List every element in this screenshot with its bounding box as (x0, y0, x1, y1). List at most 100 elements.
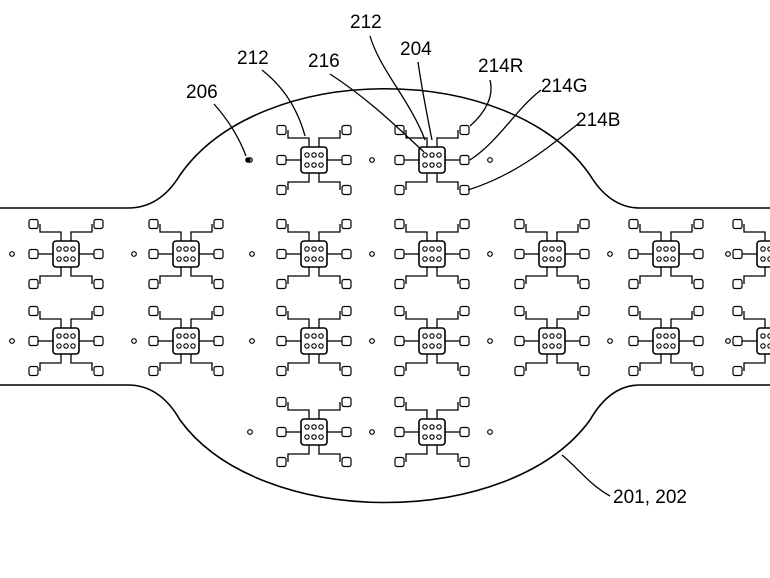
trace (525, 311, 548, 328)
alignment-dot (247, 429, 253, 435)
trace (287, 445, 310, 462)
chip-contact (318, 256, 324, 262)
trace (525, 267, 548, 284)
chip-contact (190, 256, 196, 262)
chip-contact (436, 152, 442, 158)
bond-pad (579, 335, 590, 347)
chip-contact (670, 343, 676, 349)
alignment-dot (131, 338, 137, 344)
trace (318, 224, 341, 241)
bond-pad (732, 305, 743, 317)
chip-contact (670, 246, 676, 252)
trace (287, 311, 310, 328)
pixel-unit (276, 396, 352, 468)
led-chip (418, 240, 446, 268)
trace (436, 311, 459, 328)
bond-pad (93, 335, 104, 347)
chip-contact (549, 333, 555, 339)
alignment-dot (369, 157, 375, 163)
pixel-unit (28, 218, 104, 290)
chip-contact (542, 343, 548, 349)
bond-pad (459, 218, 470, 230)
bond-pad (732, 365, 743, 377)
chip-contact (436, 434, 442, 440)
bond-pad (514, 365, 525, 377)
bond-pad (276, 456, 287, 468)
chip-contact (556, 246, 562, 252)
bond-pad (93, 365, 104, 377)
leader-212-left (261, 69, 306, 137)
trace (670, 311, 693, 328)
chip-contact (422, 246, 428, 252)
alignment-dot (487, 338, 493, 344)
led-chip (538, 327, 566, 355)
pixel-unit (514, 305, 590, 377)
trace (670, 267, 693, 284)
bond-pad (693, 305, 704, 317)
bond-pad (459, 335, 470, 347)
bond-pad (341, 396, 352, 408)
pixel-unit (628, 305, 704, 377)
bond-pad (394, 154, 405, 166)
chip-contact (436, 162, 442, 168)
pixel-unit (28, 305, 104, 377)
bond-pad (628, 248, 639, 260)
bond-pad (341, 305, 352, 317)
chip-contact (304, 434, 310, 440)
bond-pad (341, 248, 352, 260)
bond-pad (514, 278, 525, 290)
chip-contact (56, 246, 62, 252)
pixel-unit (394, 218, 470, 290)
chip-contact (670, 333, 676, 339)
bond-pad (28, 335, 39, 347)
bond-pad (276, 154, 287, 166)
trace (405, 445, 428, 462)
bond-pad (213, 218, 224, 230)
bond-pad (276, 426, 287, 438)
chip-contact (56, 333, 62, 339)
leader-204 (417, 61, 433, 141)
bond-pad (693, 248, 704, 260)
trace (405, 354, 428, 371)
bond-pad (579, 218, 590, 230)
chip-contact (183, 333, 189, 339)
chip-contact (318, 162, 324, 168)
trace (436, 354, 459, 371)
chip-contact (176, 333, 182, 339)
chip-contact (422, 343, 428, 349)
trace (318, 311, 341, 328)
trace (287, 402, 310, 419)
chip-contact (760, 246, 766, 252)
bond-pad (148, 218, 159, 230)
bond-pad (28, 278, 39, 290)
trace (318, 267, 341, 284)
chip-contact (422, 152, 428, 158)
chip-contact (663, 333, 669, 339)
bond-pad (732, 218, 743, 230)
trace (318, 354, 341, 371)
bond-pad (394, 248, 405, 260)
bond-pad (276, 335, 287, 347)
chip-contact (183, 256, 189, 262)
chip-contact (311, 333, 317, 339)
chip-contact (318, 152, 324, 158)
leader-212-top (369, 35, 426, 141)
bond-pad (628, 335, 639, 347)
alignment-dot (607, 338, 613, 344)
bond-pad (459, 396, 470, 408)
bond-pad (28, 248, 39, 260)
chip-contact (429, 424, 435, 430)
trace (287, 173, 310, 190)
bond-pad (213, 365, 224, 377)
pixel-unit (394, 305, 470, 377)
trace (39, 224, 62, 241)
bond-pad (628, 305, 639, 317)
bond-pad (693, 278, 704, 290)
bond-pad (341, 335, 352, 347)
chip-contact (670, 256, 676, 262)
alignment-dot (487, 157, 493, 163)
bond-pad (459, 278, 470, 290)
chip-contact (190, 333, 196, 339)
alignment-dot (369, 338, 375, 344)
alignment-dot (9, 338, 15, 344)
